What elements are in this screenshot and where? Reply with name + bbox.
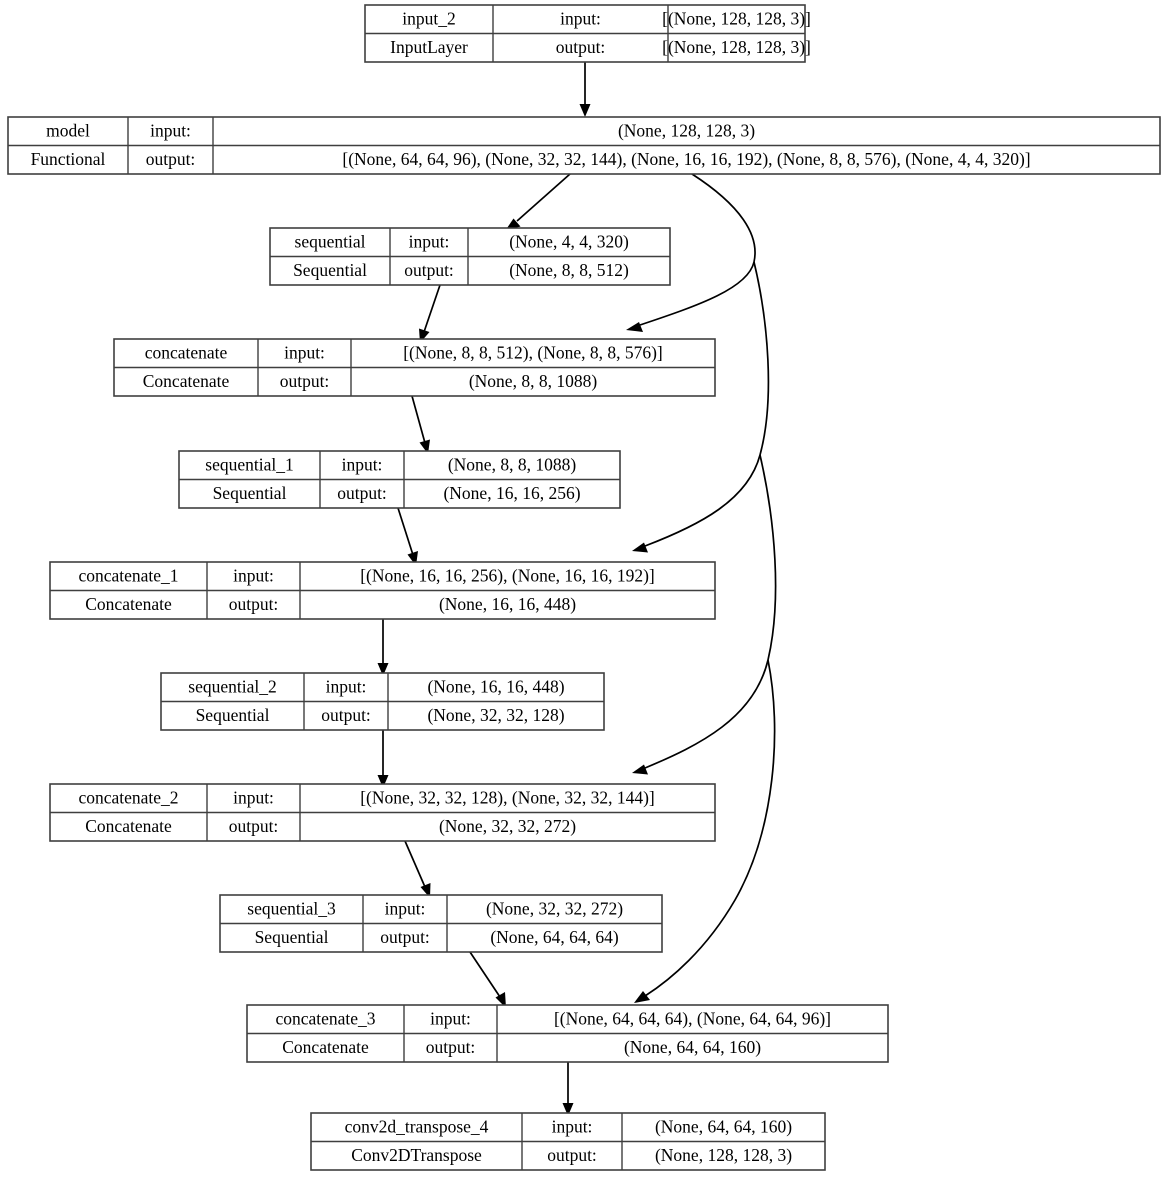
node-output-label: output:	[556, 37, 606, 57]
node-input-shape: (None, 8, 8, 1088)	[448, 454, 576, 474]
node-class: Concatenate	[85, 594, 172, 614]
node-input-label: input:	[430, 1008, 471, 1028]
node-input-label: input:	[560, 8, 601, 28]
node-class: Sequential	[293, 260, 367, 280]
node-output-label: output:	[547, 1145, 597, 1165]
node-name: concatenate_1	[78, 565, 178, 585]
node-output-label: output:	[229, 594, 279, 614]
node-output-shape: (None, 32, 32, 272)	[439, 816, 576, 836]
node-name: sequential	[295, 231, 366, 251]
node-class: Sequential	[255, 927, 329, 947]
edge-model-to-concatenate_2	[632, 454, 777, 775]
node-output-shape: [(None, 64, 64, 96), (None, 32, 32, 144)…	[342, 149, 1030, 169]
node-input-shape: [(None, 16, 16, 256), (None, 16, 16, 192…	[360, 565, 655, 585]
node-name: conv2d_transpose_4	[345, 1116, 489, 1136]
node-input-shape: [(None, 8, 8, 512), (None, 8, 8, 576)]	[403, 342, 663, 362]
node-output-label: output:	[280, 371, 330, 391]
edge-concatenate_3-to-conv2d_transpose_4	[562, 1062, 574, 1116]
node-input-label: input:	[409, 231, 450, 251]
node-input-label: input:	[233, 787, 274, 807]
node-output-shape: (None, 16, 16, 256)	[443, 483, 580, 503]
node-input-label: input:	[150, 120, 191, 140]
node-output-shape: (None, 16, 16, 448)	[439, 594, 576, 614]
node-class: InputLayer	[390, 37, 468, 57]
node-input-shape: (None, 32, 32, 272)	[486, 898, 623, 918]
node-class: Concatenate	[282, 1037, 369, 1057]
node-output-label: output:	[404, 260, 454, 280]
node-input-shape: [(None, 128, 128, 3)]	[662, 8, 811, 28]
node-input-shape: [(None, 64, 64, 64), (None, 64, 64, 96)]	[554, 1008, 831, 1028]
node-input-label: input:	[326, 676, 367, 696]
node-class: Sequential	[213, 483, 287, 503]
node-name: model	[46, 120, 90, 140]
node-input-label: input:	[342, 454, 383, 474]
node-class: Sequential	[196, 705, 270, 725]
node-output-shape: [(None, 128, 128, 3)]	[662, 37, 811, 57]
edge-sequential-to-concatenate	[419, 284, 441, 343]
edge-concatenate-to-sequential_1	[411, 395, 430, 454]
edge-sequential_3-to-concatenate_3	[469, 951, 506, 1008]
node-class: Concatenate	[85, 816, 172, 836]
edge-concatenate_2-to-sequential_3	[404, 840, 431, 898]
node-output-shape: (None, 64, 64, 64)	[490, 927, 618, 947]
edge-sequential_1-to-concatenate_1	[397, 507, 418, 566]
node-output-label: output:	[380, 927, 430, 947]
node-output-shape: (None, 64, 64, 160)	[624, 1037, 761, 1057]
edge-model-to-sequential	[505, 173, 571, 231]
node-output-label: output:	[229, 816, 279, 836]
edge-concatenate_1-to-sequential_2	[377, 619, 389, 676]
node-name: concatenate_2	[78, 787, 178, 807]
node-output-shape: (None, 8, 8, 1088)	[469, 371, 597, 391]
node-output-shape: (None, 32, 32, 128)	[427, 705, 564, 725]
node-input-shape: (None, 16, 16, 448)	[427, 676, 564, 696]
edge-sequential_2-to-concatenate_2	[377, 730, 389, 788]
node-output-label: output:	[146, 149, 196, 169]
node-name: sequential_2	[188, 676, 276, 696]
node-name: sequential_3	[247, 898, 336, 918]
node-input-shape: (None, 4, 4, 320)	[509, 231, 629, 251]
node-input-label: input:	[552, 1116, 593, 1136]
edge-input_2-to-model	[579, 62, 591, 117]
node-output-label: output:	[426, 1037, 476, 1057]
node-input-label: input:	[284, 342, 325, 362]
node-name: input_2	[402, 8, 455, 28]
node-output-label: output:	[321, 705, 371, 725]
node-input-label: input:	[233, 565, 274, 585]
node-name: sequential_1	[205, 454, 293, 474]
node-name: concatenate	[145, 342, 228, 362]
edge-model-to-concatenate_1	[632, 261, 770, 553]
edge-layer	[377, 62, 777, 1116]
node-name: concatenate_3	[275, 1008, 375, 1028]
node-output-shape: (None, 128, 128, 3)	[655, 1145, 792, 1165]
node-class: Functional	[31, 149, 106, 169]
node-class: Concatenate	[143, 371, 230, 391]
node-input-shape: (None, 128, 128, 3)	[618, 120, 755, 140]
node-input-label: input:	[385, 898, 426, 918]
node-class: Conv2DTranspose	[351, 1145, 482, 1165]
node-input-shape: (None, 64, 64, 160)	[655, 1116, 792, 1136]
edge-model-to-concatenate_3	[634, 659, 776, 1003]
node-output-shape: (None, 8, 8, 512)	[509, 260, 629, 280]
node-output-label: output:	[337, 483, 387, 503]
node-input-shape: [(None, 32, 32, 128), (None, 32, 32, 144…	[360, 787, 655, 807]
